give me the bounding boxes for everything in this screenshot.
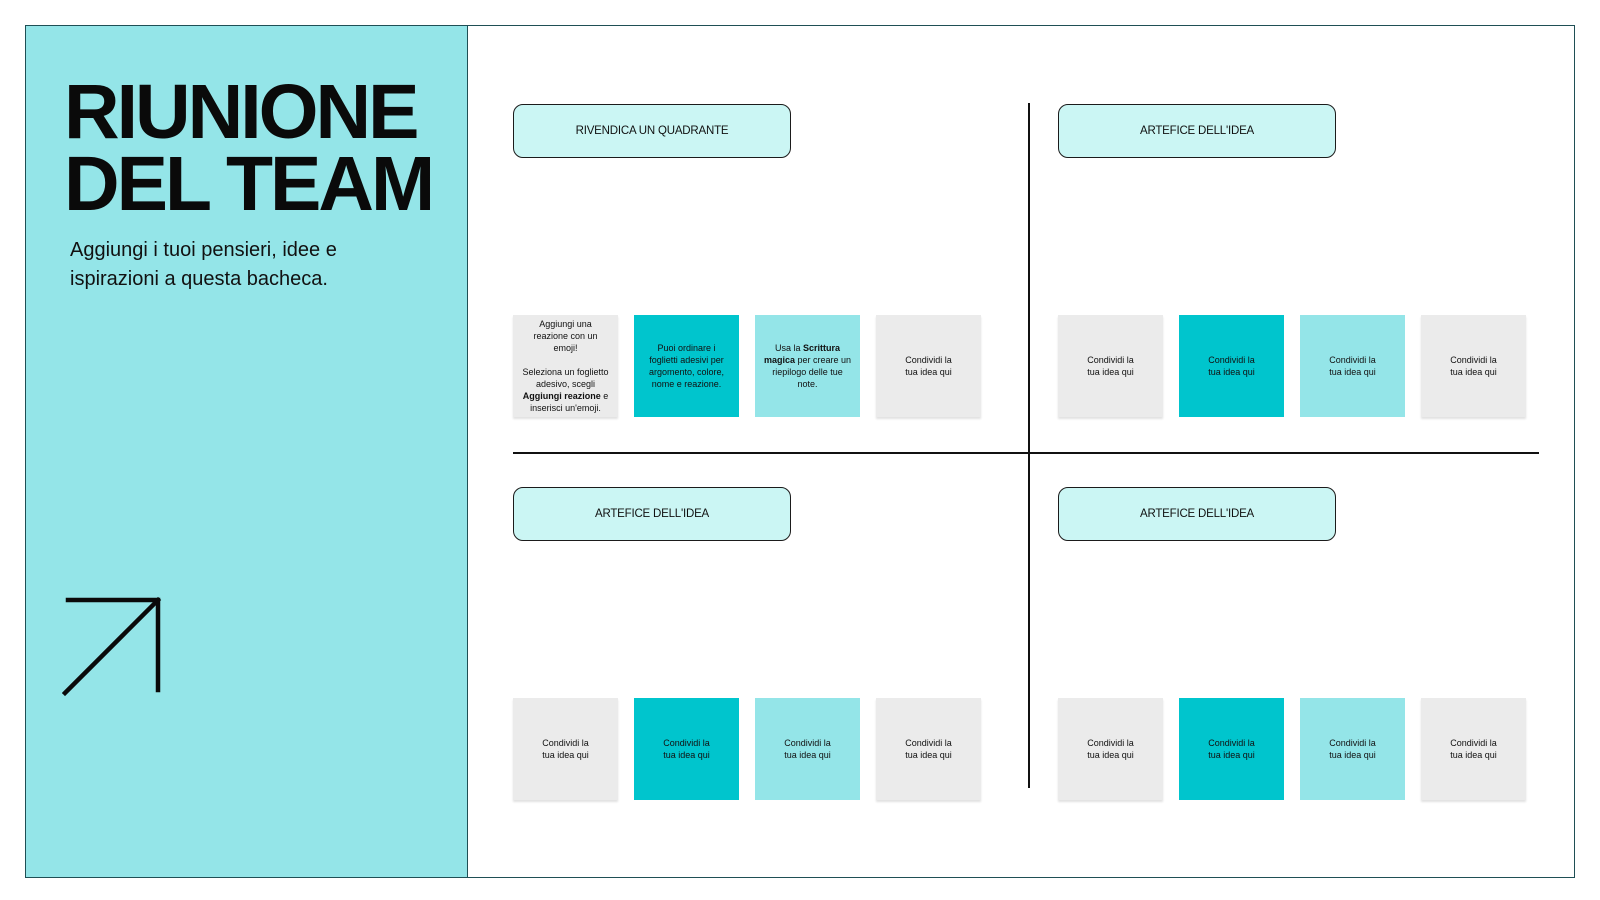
sticky-note-text: Usa la Scrittura magica per creare un ri… <box>763 342 852 390</box>
whiteboard-canvas[interactable]: RIUNIONE DEL TEAM Aggiungi i tuoi pensie… <box>25 25 1575 878</box>
note-text-line: e inserisci un'emoji. <box>530 391 609 413</box>
sticky-note-text: Condividi la tua idea qui <box>542 738 589 760</box>
sticky-note-text: Condividi la tua idea qui <box>663 738 710 760</box>
note-text-line: per creare un riepilogo delle tue note. <box>772 355 852 389</box>
sticky-note-text: Condividi la tua idea qui <box>1208 355 1255 377</box>
quadrant-label[interactable]: ARTEFICE DELL'IDEA <box>1058 487 1336 541</box>
sticky-note[interactable]: Condividi la tua idea qui <box>755 698 860 800</box>
sticky-notes-row: Aggiungi una reazione con un emoji! Sele… <box>513 315 993 419</box>
sticky-note-text: Condividi la tua idea qui <box>1087 355 1134 377</box>
quadrant-bottom-right: ARTEFICE DELL'IDEA Condividi la tua idea… <box>1058 487 1538 800</box>
sticky-note[interactable]: Condividi la tua idea qui <box>634 698 739 800</box>
sticky-note[interactable]: Condividi la tua idea qui <box>1179 315 1284 417</box>
sticky-note[interactable]: Condividi la tua idea qui <box>513 698 618 800</box>
sticky-notes-row: Condividi la tua idea qui Condividi la t… <box>1058 698 1538 802</box>
sticky-note[interactable]: Condividi la tua idea qui <box>1058 698 1163 800</box>
note-text-line: Seleziona un foglietto adesivo, scegli <box>522 367 609 389</box>
sticky-note[interactable]: Condividi la tua idea qui <box>1300 315 1405 417</box>
sticky-note[interactable]: Condividi la tua idea qui <box>1179 698 1284 800</box>
arrow-up-right-icon <box>62 596 162 697</box>
sticky-notes-row: Condividi la tua idea qui Condividi la t… <box>1058 315 1538 419</box>
vertical-divider <box>1028 103 1030 788</box>
sticky-note-text: Condividi la tua idea qui <box>784 738 831 760</box>
sticky-note-text: Condividi la tua idea qui <box>905 355 952 377</box>
quadrant-bottom-left: ARTEFICE DELL'IDEA Condividi la tua idea… <box>513 487 993 800</box>
quadrant-label[interactable]: ARTEFICE DELL'IDEA <box>513 487 791 541</box>
sticky-note-text: Condividi la tua idea qui <box>1450 355 1497 377</box>
quadrant-label[interactable]: RIVENDICA UN QUADRANTE <box>513 104 791 158</box>
sticky-note-text: Condividi la tua idea qui <box>1208 738 1255 760</box>
board-title-line2: DEL TEAM <box>64 141 435 227</box>
sticky-note-text: Condividi la tua idea qui <box>1450 738 1497 760</box>
sidebar-panel: RIUNIONE DEL TEAM Aggiungi i tuoi pensie… <box>26 26 468 877</box>
sticky-notes-row: Condividi la tua idea qui Condividi la t… <box>513 698 993 802</box>
quadrant-top-left: RIVENDICA UN QUADRANTE Aggiungi una reaz… <box>513 104 993 417</box>
board-subtitle[interactable]: Aggiungi i tuoi pensieri, idee e ispiraz… <box>70 239 337 290</box>
sticky-note-text: Puoi ordinare i foglietti adesivi per ar… <box>648 343 725 389</box>
board-title[interactable]: RIUNIONE DEL TEAM <box>64 69 464 227</box>
board-title-line1: RIUNIONE <box>64 69 419 155</box>
note-text-line: Aggiungi una reazione con un emoji! <box>533 319 598 353</box>
sticky-note-text: Condividi la tua idea qui <box>905 738 952 760</box>
note-text-line: Usa la <box>774 343 801 353</box>
note-bold-text: Scrittura magica <box>763 343 841 365</box>
sticky-note[interactable]: Usa la Scrittura magica per creare un ri… <box>755 315 860 417</box>
sticky-note[interactable]: Condividi la tua idea qui <box>1300 698 1405 800</box>
sticky-note[interactable]: Aggiungi una reazione con un emoji! Sele… <box>513 315 618 417</box>
sticky-note-text: Condividi la tua idea qui <box>1087 738 1134 760</box>
quadrant-top-right: ARTEFICE DELL'IDEA Condividi la tua idea… <box>1058 104 1538 417</box>
sticky-note-text: Aggiungi una reazione con un emoji! Sele… <box>521 318 610 414</box>
sticky-note[interactable]: Condividi la tua idea qui <box>1058 315 1163 417</box>
sticky-note[interactable]: Condividi la tua idea qui <box>876 698 981 800</box>
quadrant-label[interactable]: ARTEFICE DELL'IDEA <box>1058 104 1336 158</box>
sticky-note-text: Condividi la tua idea qui <box>1329 355 1376 377</box>
sticky-note[interactable]: Condividi la tua idea qui <box>1421 698 1526 800</box>
sticky-note[interactable]: Condividi la tua idea qui <box>876 315 981 417</box>
sticky-note[interactable]: Condividi la tua idea qui <box>1421 315 1526 417</box>
horizontal-divider <box>513 452 1539 454</box>
note-bold-text: Aggiungi reazione <box>522 391 601 401</box>
sticky-note[interactable]: Puoi ordinare i foglietti adesivi per ar… <box>634 315 739 417</box>
sticky-note-text: Condividi la tua idea qui <box>1329 738 1376 760</box>
